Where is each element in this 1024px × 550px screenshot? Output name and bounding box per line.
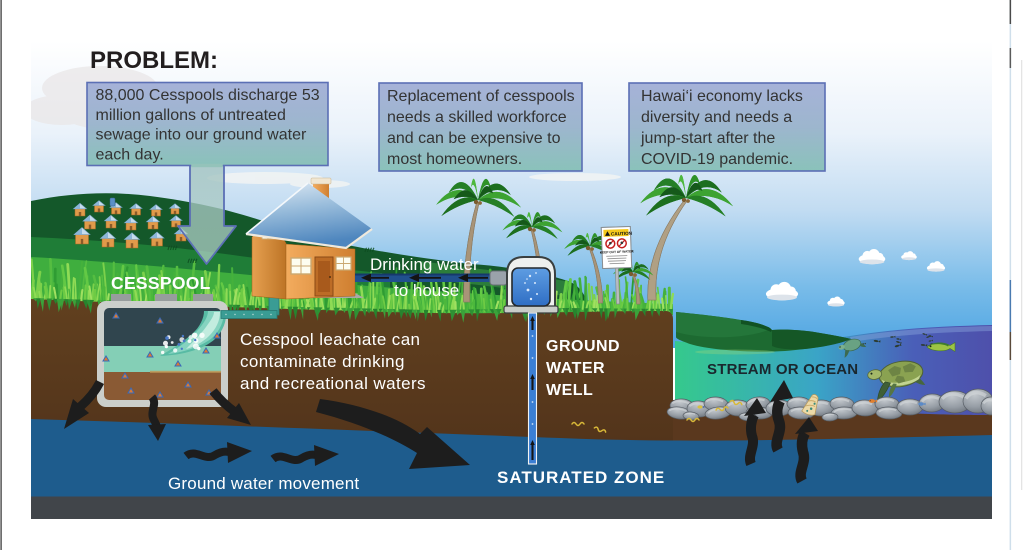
svg-text:GROUND: GROUND (546, 338, 620, 355)
svg-text:WATER: WATER (546, 360, 605, 377)
svg-text:Ground water movement: Ground water movement (168, 474, 359, 493)
svg-text:PROBLEM:: PROBLEM: (90, 47, 218, 74)
svg-text:88,000 Cesspools discharge 53: 88,000 Cesspools discharge 53 (96, 87, 320, 104)
svg-text:CAUTION: CAUTION (611, 231, 633, 237)
svg-text:COVID-19 pandemic.: COVID-19 pandemic. (641, 151, 793, 168)
svg-text:sewage into our ground water: sewage into our ground water (96, 127, 307, 144)
svg-text:STREAM OR OCEAN: STREAM OR OCEAN (707, 361, 858, 378)
svg-text:jump-start after the: jump-start after the (640, 130, 775, 147)
svg-text:Replacement of cesspools: Replacement of cesspools (387, 88, 575, 105)
svg-text:each day.: each day. (96, 146, 164, 163)
svg-text:Cesspool leachate can: Cesspool leachate can (240, 330, 420, 349)
svg-text:diversity and needs a: diversity and needs a (641, 109, 792, 126)
svg-text:SATURATED ZONE: SATURATED ZONE (497, 468, 665, 487)
svg-text:KEEP OUT OF WATER: KEEP OUT OF WATER (600, 249, 635, 254)
svg-text:million gallons of untreated: million gallons of untreated (96, 107, 286, 124)
svg-text:and can be expensive to: and can be expensive to (387, 130, 561, 147)
svg-text:contaminate drinking: contaminate drinking (240, 352, 405, 371)
svg-text:and recreational waters: and recreational waters (240, 374, 426, 393)
svg-text:CESSPOOL: CESSPOOL (111, 273, 211, 293)
svg-text:WELL: WELL (546, 382, 593, 399)
svg-text:Hawai‘i economy lacks: Hawai‘i economy lacks (641, 88, 803, 105)
svg-text:most homeowners.: most homeowners. (387, 151, 522, 168)
svg-text:needs a skilled workforce: needs a skilled workforce (387, 109, 567, 126)
svg-text:Drinking water: Drinking water (370, 255, 479, 274)
svg-text:to house: to house (394, 281, 459, 300)
